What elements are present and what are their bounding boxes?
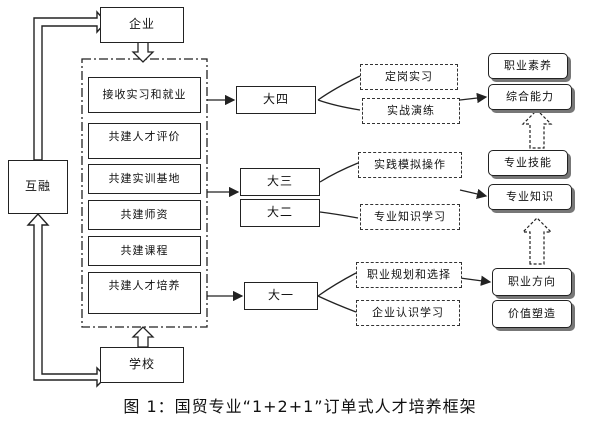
- joint-items-frame: [81, 58, 208, 328]
- joint-item-training-base: 共建实训基地: [88, 164, 201, 194]
- outcome-comprehensive-ability: 综合能力: [488, 84, 572, 110]
- activity-enterprise-awareness: 企业认识学习: [356, 300, 460, 326]
- activity-to-ability-arrow: [459, 92, 488, 104]
- figure-caption: 图 1：国贸专业“1+2+1”订单式人才培养框架: [123, 397, 477, 416]
- direction-to-knowledge-up-arrow: [521, 217, 553, 265]
- outcome-career-direction: 职业方向: [492, 268, 572, 296]
- freshman-brace: [317, 272, 357, 313]
- joint-item-curriculum: 共建课程: [88, 236, 201, 266]
- year-sophomore-box: 大二: [240, 199, 320, 227]
- activity-career-planning: 职业规划和选择: [356, 262, 462, 288]
- joint-item-faculty: 共建师资: [88, 200, 201, 230]
- outcome-professional-knowledge: 专业知识: [488, 184, 572, 210]
- enterprise-down-arrow: [131, 41, 155, 63]
- joint-item-talent-cultivation: 共建人才培养: [88, 272, 201, 314]
- activity-simulation-practice: 实践模拟操作: [358, 152, 462, 178]
- school-box: 学校: [100, 347, 184, 383]
- outcome-professional-skills: 专业技能: [488, 150, 568, 176]
- year-junior-box: 大三: [240, 168, 320, 196]
- sophomore-brace: [319, 211, 359, 219]
- activity-to-direction-arrow: [459, 275, 492, 286]
- year-freshman-box: 大一: [244, 282, 318, 310]
- year-senior-box: 大四: [236, 86, 316, 114]
- activity-placement-internship: 定岗实习: [360, 64, 458, 90]
- joint-item-talent-evaluation: 共建人才评价: [88, 123, 201, 159]
- joint-item-internship-employment: 接收实习和就业: [88, 77, 201, 113]
- activity-professional-knowledge-study: 专业知识学习: [360, 204, 460, 230]
- knowledge-to-ability-up-arrow: [521, 109, 553, 149]
- enterprise-box: 企业: [100, 7, 184, 43]
- senior-brace: [317, 75, 361, 111]
- school-up-arrow: [131, 326, 155, 348]
- integration-box: 互融: [8, 160, 68, 214]
- activity-to-knowledge-arrow: [459, 188, 488, 200]
- junior-brace: [319, 162, 359, 183]
- outcome-professional-quality: 职业素养: [488, 53, 568, 79]
- activity-practical-drill: 实战演练: [362, 98, 460, 124]
- outcome-value-shaping: 价值塑造: [492, 300, 572, 328]
